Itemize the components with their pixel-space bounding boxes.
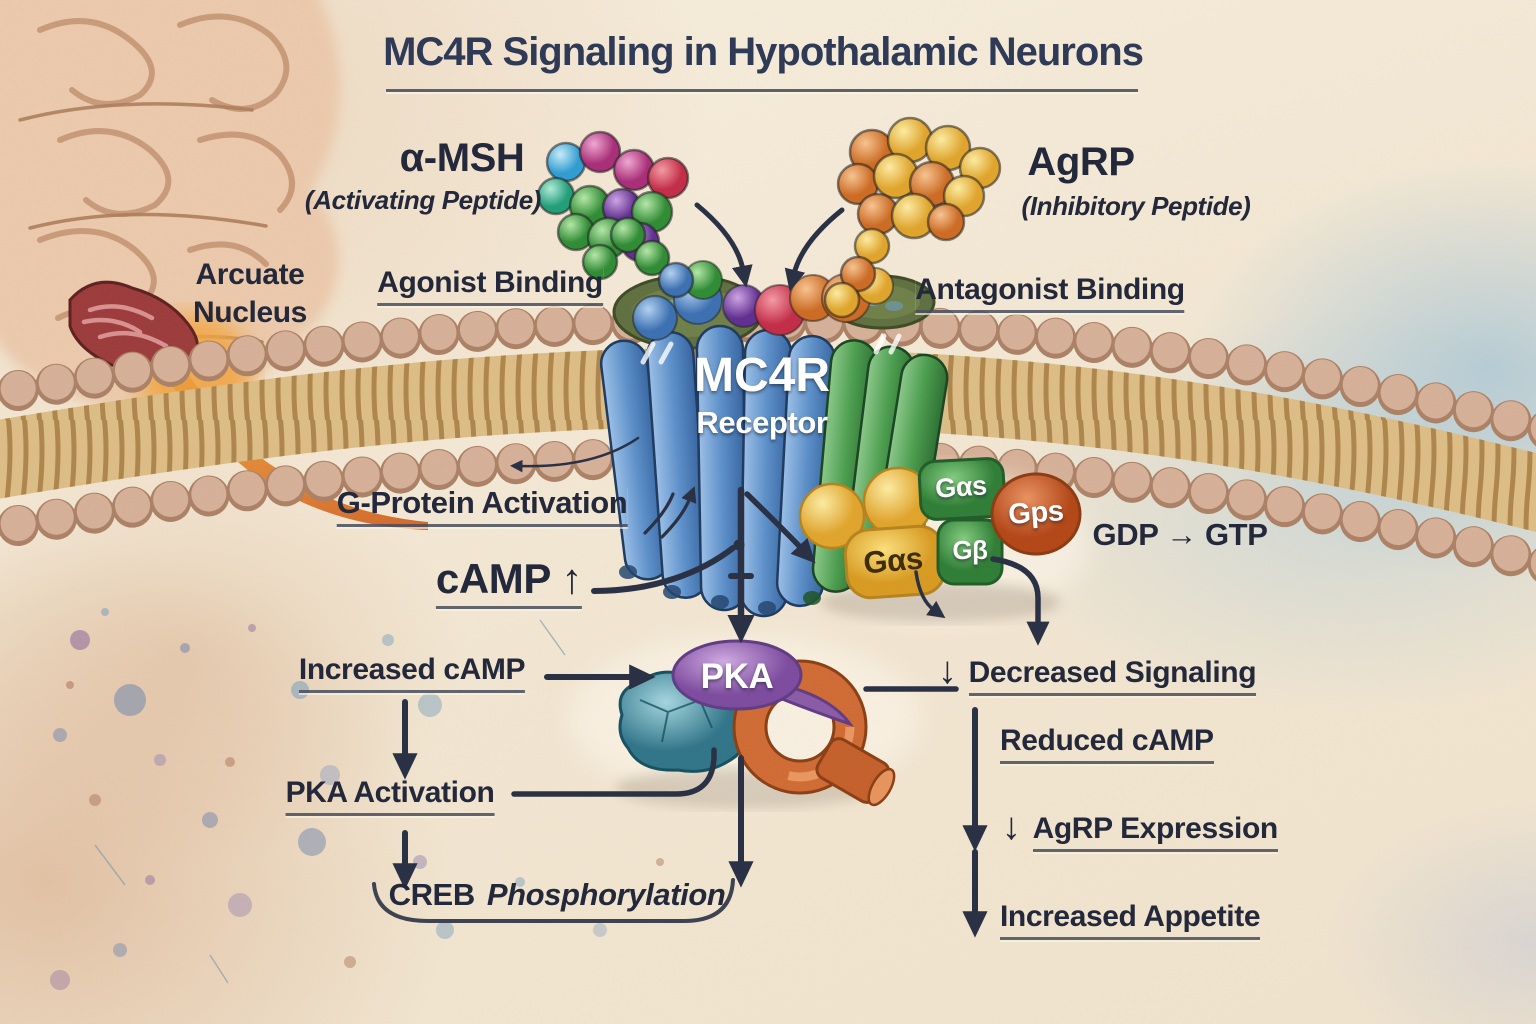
phosphorylation-text: Phosphorylation: [486, 877, 726, 912]
reduced-camp-label: Reduced cAMP: [1000, 724, 1214, 764]
down-arrow-icon: ↓: [938, 650, 957, 692]
g-protein-activation-label: G-Protein Activation: [336, 485, 628, 528]
alpha-msh-label: α-MSH: [399, 136, 525, 180]
agrp-expression-row: ↓ AgRP Expression: [1002, 808, 1278, 852]
increased-appetite-label: Increased Appetite: [1000, 900, 1261, 940]
g-beta-label: Gβ: [952, 535, 988, 565]
arcuate-nucleus-label: Arcuate Nucleus: [193, 256, 307, 331]
alpha-msh-subtitle: (Activating Peptide): [304, 185, 542, 215]
receptor-subtitle-label: Receptor: [696, 405, 828, 440]
camp-rise-label: cAMP ↑: [435, 555, 583, 610]
pka-activation-label: PKA Activation: [285, 776, 495, 816]
title-underline: [386, 89, 1138, 92]
creb-text: CREB: [388, 877, 476, 912]
g-alpha-s-yellow-label: Gαs: [861, 540, 924, 581]
antagonist-binding-label: Antagonist Binding: [915, 273, 1185, 313]
agonist-binding-label: Agonist Binding: [377, 266, 603, 306]
receptor-name-label: MC4R: [693, 349, 831, 402]
page-title: MC4R Signaling in Hypothalamic Neurons: [383, 30, 1144, 74]
agrp-subtitle: (Inhibitory Peptide): [1021, 191, 1251, 221]
arcuate-line1: Arcuate: [195, 258, 305, 291]
arcuate-line2: Nucleus: [193, 295, 307, 329]
agrp-label: AgRP: [1027, 140, 1135, 184]
agrp-expression-label: AgRP Expression: [1032, 812, 1278, 852]
down-arrow-icon: ↓: [1002, 806, 1021, 848]
g-gamma-label: Gps: [1007, 495, 1065, 531]
g-alpha-s-green-label: Gαs: [934, 470, 988, 504]
pka-label: PKA: [700, 657, 774, 696]
creb-phosphorylation-label: CREB Phosphorylation: [388, 877, 726, 912]
decreased-signaling-label: Decreased Signaling: [968, 656, 1257, 696]
decreased-signaling-row: ↓ Decreased Signaling: [938, 652, 1257, 696]
increased-camp-label: Increased cAMP: [298, 653, 525, 693]
gdp-gtp-label: GDP → GTP: [1092, 517, 1268, 552]
